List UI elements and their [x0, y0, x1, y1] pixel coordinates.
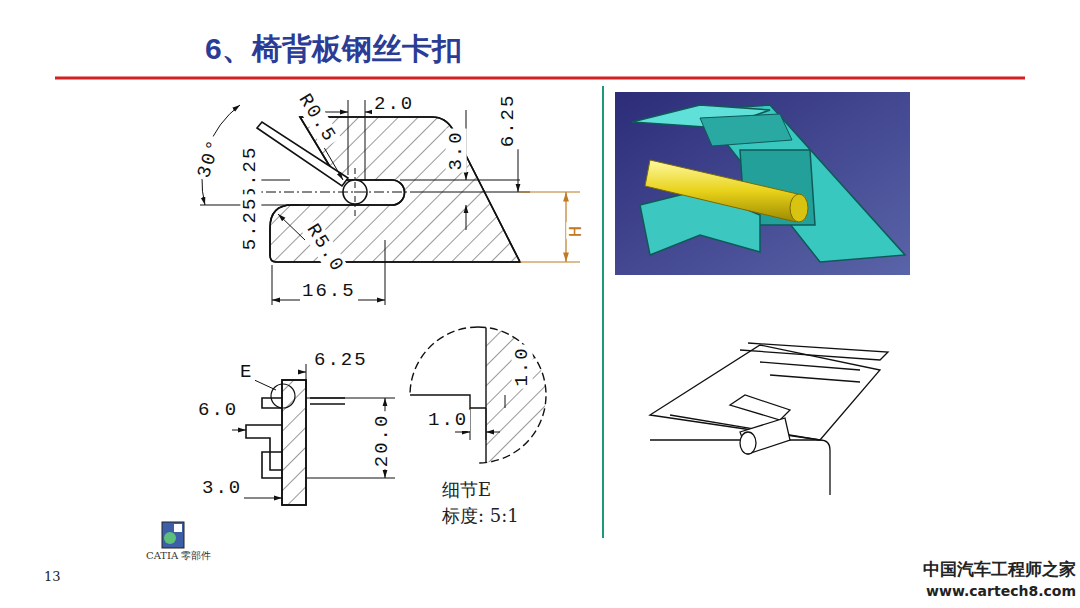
scale-note: 标度: 5:1 — [442, 506, 519, 526]
watermark: 中国汽车工程师之家 — [923, 560, 1076, 579]
detail-callout: E — [238, 362, 255, 383]
dimension: 2.0 — [372, 94, 416, 115]
dimension: 20.0 — [372, 412, 393, 470]
angle-dimension: 30° — [193, 134, 227, 183]
dimension: 3.0 — [200, 478, 244, 499]
side-view — [232, 364, 395, 505]
dimension: 6.25 — [498, 92, 519, 150]
dimension: 6.25 — [312, 350, 370, 371]
dimension: 1.0 — [426, 410, 470, 431]
dimension: 16.5 — [300, 281, 358, 302]
dimension: 3.0 — [446, 128, 467, 172]
dimension: 5.25 — [240, 195, 261, 253]
detail-view — [410, 320, 566, 470]
render-3d — [615, 92, 910, 275]
icon-caption: CATIA 零部件 — [146, 550, 211, 561]
detail-label: 细节E — [442, 480, 491, 500]
watermark: www.cartech8.com — [926, 584, 1076, 599]
slide-title: 6、椅背板钢丝卡扣 — [205, 32, 462, 65]
dimension: 1.0 — [512, 344, 533, 388]
catia-icon — [162, 522, 184, 548]
section-view — [200, 95, 530, 305]
line-drawing — [650, 343, 888, 495]
page-number: 13 — [44, 570, 61, 584]
dimension: 5.25 — [240, 144, 261, 202]
dimension: 6.0 — [196, 400, 240, 421]
title-rule — [55, 77, 1025, 80]
divider — [602, 86, 604, 538]
dimension-symbol: H — [566, 222, 587, 239]
